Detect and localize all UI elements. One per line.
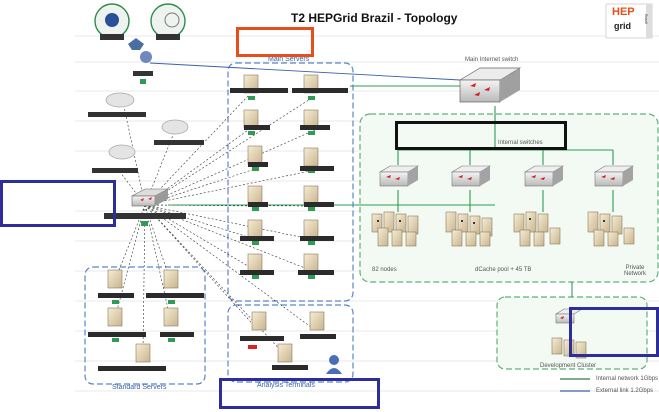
user-icon xyxy=(326,355,342,374)
logo-side-text: Brazil xyxy=(644,13,650,25)
node-racks xyxy=(371,211,635,247)
internal-switch-icons xyxy=(378,165,635,187)
standard-servers-group xyxy=(84,266,206,385)
main-internet-switch-label: Main Internet switch xyxy=(465,57,519,63)
dcache-label: dCache pool + 45 TB xyxy=(475,267,532,273)
standard-servers-label: Standard Servers xyxy=(112,384,167,391)
private-network-label: Private Network xyxy=(623,265,646,277)
main-servers-label: Main Servers xyxy=(268,56,310,63)
legend-internal-label: Internal network 1Gbps xyxy=(596,376,659,382)
annotation-box-black xyxy=(395,121,567,150)
router-icon xyxy=(128,38,153,84)
annotation-box-orange xyxy=(236,27,314,57)
page-title: T2 HEPGrid Brazil - Topology xyxy=(291,11,458,25)
analysis-terminals-group xyxy=(227,304,354,383)
cern-badge xyxy=(94,3,130,40)
analysis-terminals-label: Analysis Terminals xyxy=(257,382,315,389)
internal-switches-label: Internal switches xyxy=(498,140,543,146)
external-link xyxy=(149,62,461,81)
main-servers-group xyxy=(227,62,354,302)
hepgrid-logo xyxy=(605,3,653,39)
annotation-box-blue-bottom xyxy=(219,378,380,409)
rnp-badge xyxy=(150,3,186,40)
logo-text-top: HEP xyxy=(612,6,635,18)
terminal-icons xyxy=(251,311,325,363)
annotation-box-blue-right xyxy=(569,307,659,357)
nodes-label: 82 nodes xyxy=(372,267,397,273)
cisco-switch-icon xyxy=(131,188,169,207)
logo-text-bottom: grid xyxy=(614,21,631,31)
legend-external-label: External link 1.2Gbps xyxy=(596,388,654,394)
development-cluster-label: Development Cluster xyxy=(540,363,597,369)
annotation-box-blue-left xyxy=(0,180,116,227)
private-network-group xyxy=(359,113,659,283)
cloud-icons xyxy=(105,92,189,160)
standard-server-icons xyxy=(107,269,179,363)
main-internet-switch-icon xyxy=(458,67,522,103)
server-name-bars xyxy=(88,88,348,371)
internal-links xyxy=(168,85,614,297)
